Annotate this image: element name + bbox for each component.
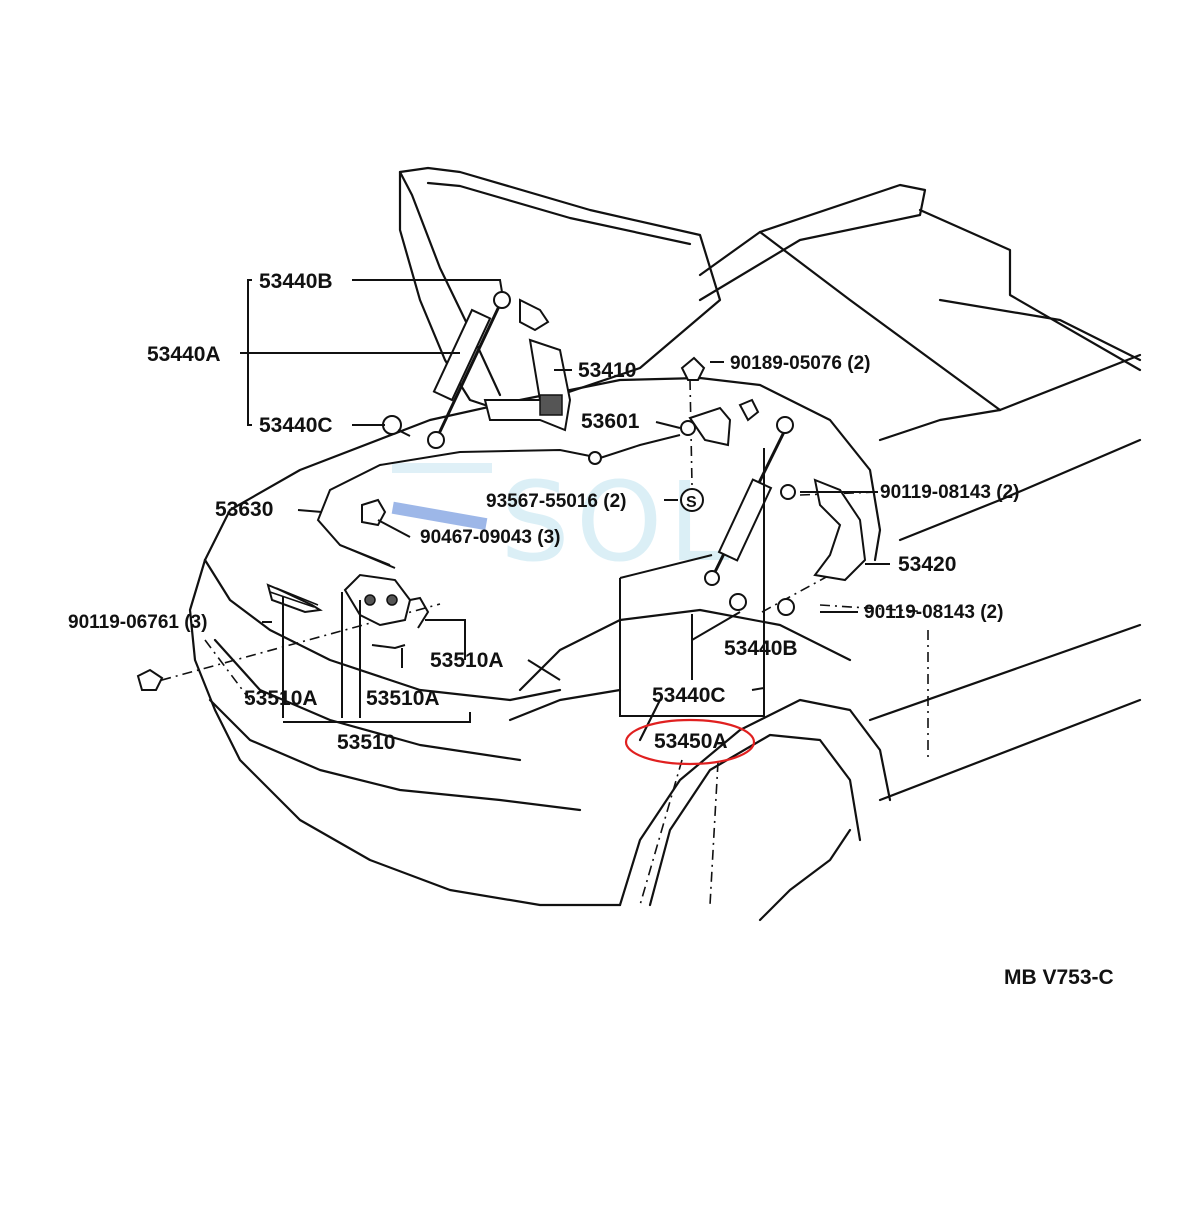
bolt-icon-53440c — [382, 415, 411, 437]
release-cable — [316, 434, 681, 569]
clip-icon-90189 — [680, 356, 706, 381]
label-53420: 53420 — [898, 553, 956, 576]
label-53510: 53510 — [337, 731, 395, 754]
hood-lock-spring — [266, 583, 323, 614]
hood-hinge-right — [777, 478, 867, 616]
leader-lines — [240, 279, 890, 723]
label-53510a-right: 53510A — [430, 649, 504, 672]
label-93567-55016: 93567-55016 (2) — [486, 491, 627, 512]
service-symbol-s-icon: S — [680, 488, 704, 512]
label-90119-08143-lower: 90119-08143 (2) — [864, 602, 1003, 623]
label-53630: 53630 — [215, 498, 273, 521]
label-53440b-right: 53440B — [724, 637, 798, 660]
label-90119-06761: 90119-06761 (3) — [68, 612, 207, 633]
watermark-text: SOL — [500, 458, 736, 586]
label-53510a-mid: 53510A — [366, 687, 440, 710]
ball-joint-bracket — [519, 298, 550, 332]
label-53440b-top: 53440B — [259, 270, 333, 293]
part-labels: 53440B 53440A 53440C 53410 53601 90189-0… — [68, 270, 1114, 989]
label-53450a: 53450A — [654, 730, 728, 753]
label-90467-09043: 90467-09043 (3) — [420, 527, 561, 548]
hood-support-rod-right — [704, 398, 794, 611]
service-symbol-label: S — [686, 494, 697, 511]
label-53440a: 53440A — [147, 343, 221, 366]
clip-icon-90467 — [361, 498, 387, 527]
label-53410: 53410 — [578, 359, 636, 382]
label-53440c-left: 53440C — [259, 414, 333, 437]
hood-support-rod-left — [427, 291, 550, 449]
bolt-icon-90119-06761 — [136, 668, 164, 691]
label-53601: 53601 — [581, 410, 640, 433]
car-body-outline — [188, 166, 1142, 922]
hood-hinge-left — [483, 338, 572, 432]
cable-bracket — [680, 406, 732, 447]
highlight-circle-53450a — [624, 718, 756, 766]
label-90189-05076: 90189-05076 (2) — [730, 353, 871, 374]
label-90119-08143-upper: 90119-08143 (2) — [880, 482, 1019, 503]
label-53440c-right: 53440C — [652, 684, 726, 707]
diagram-code: MB V753-C — [1004, 966, 1114, 989]
hood-lock-assembly — [136, 573, 430, 691]
watermark: SOL — [391, 458, 736, 586]
label-53510a-left: 53510A — [244, 687, 318, 710]
